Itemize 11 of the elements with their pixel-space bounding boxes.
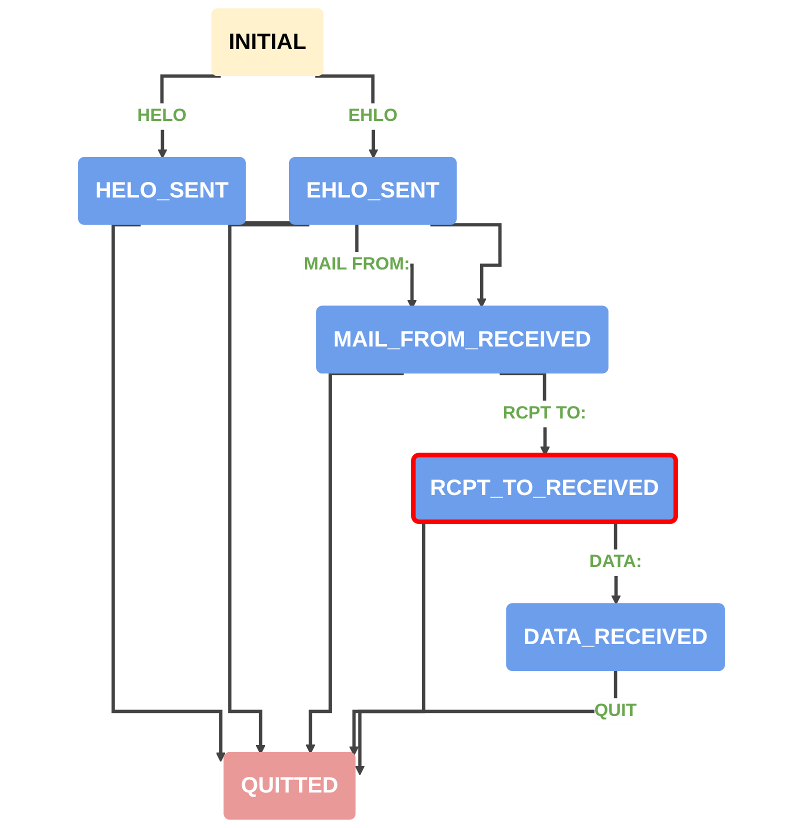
edge-label: QUIT (594, 701, 637, 720)
edge-label: HELO (137, 106, 187, 126)
arrow (228, 223, 310, 754)
arrow (354, 669, 618, 776)
arrow (430, 223, 502, 308)
edge-label: MAIL FROM: (304, 255, 410, 274)
arrow (306, 372, 404, 754)
edge-label: DATA: (589, 552, 642, 572)
edge-label: EHLO (348, 106, 398, 126)
arrow (112, 223, 226, 762)
edge-label: RCPT TO: (502, 404, 586, 423)
